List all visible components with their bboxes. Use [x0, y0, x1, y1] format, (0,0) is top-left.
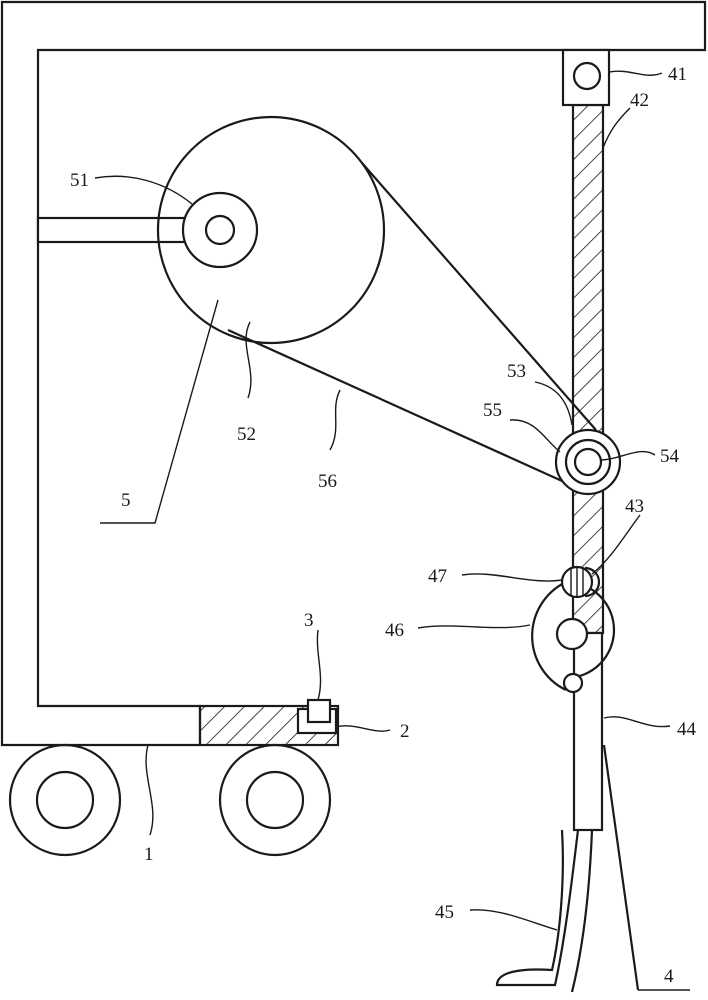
label-4: 4	[664, 966, 674, 987]
label-41: 41	[668, 64, 687, 85]
label-47: 47	[428, 566, 447, 587]
label-54: 54	[660, 446, 680, 467]
label-3: 3	[304, 610, 314, 631]
label-51: 51	[70, 170, 89, 191]
handle-45	[495, 829, 594, 993]
base-block	[198, 698, 340, 747]
label-45: 45	[435, 902, 454, 923]
label-43: 43	[625, 496, 644, 517]
cam-mechanism	[531, 565, 616, 694]
small-pulley-51	[181, 191, 259, 269]
wheel-left	[8, 743, 122, 857]
rod-4	[602, 744, 640, 991]
label-44: 44	[677, 719, 697, 740]
labels: 41 42 51 52 5 56 53 55 54 43 47 46 3 2 4…	[70, 64, 697, 987]
label-42: 42	[630, 90, 649, 111]
label-1: 1	[144, 844, 154, 865]
label-46: 46	[385, 620, 404, 641]
belt	[227, 162, 597, 492]
label-52: 52	[237, 424, 256, 445]
label-5: 5	[121, 490, 131, 511]
wheel-right	[218, 743, 332, 857]
big-wheel	[156, 115, 386, 345]
support-arm	[36, 216, 190, 244]
label-2: 2	[400, 721, 410, 742]
top-bearing-41	[561, 48, 611, 107]
lower-pulley	[554, 428, 622, 496]
vertical-rail	[561, 48, 611, 635]
leader-lines	[94, 70, 690, 991]
slider-rod	[572, 631, 604, 832]
label-53: 53	[507, 361, 526, 382]
label-55: 55	[483, 400, 502, 421]
label-56: 56	[318, 471, 337, 492]
sensor-3	[306, 698, 332, 724]
